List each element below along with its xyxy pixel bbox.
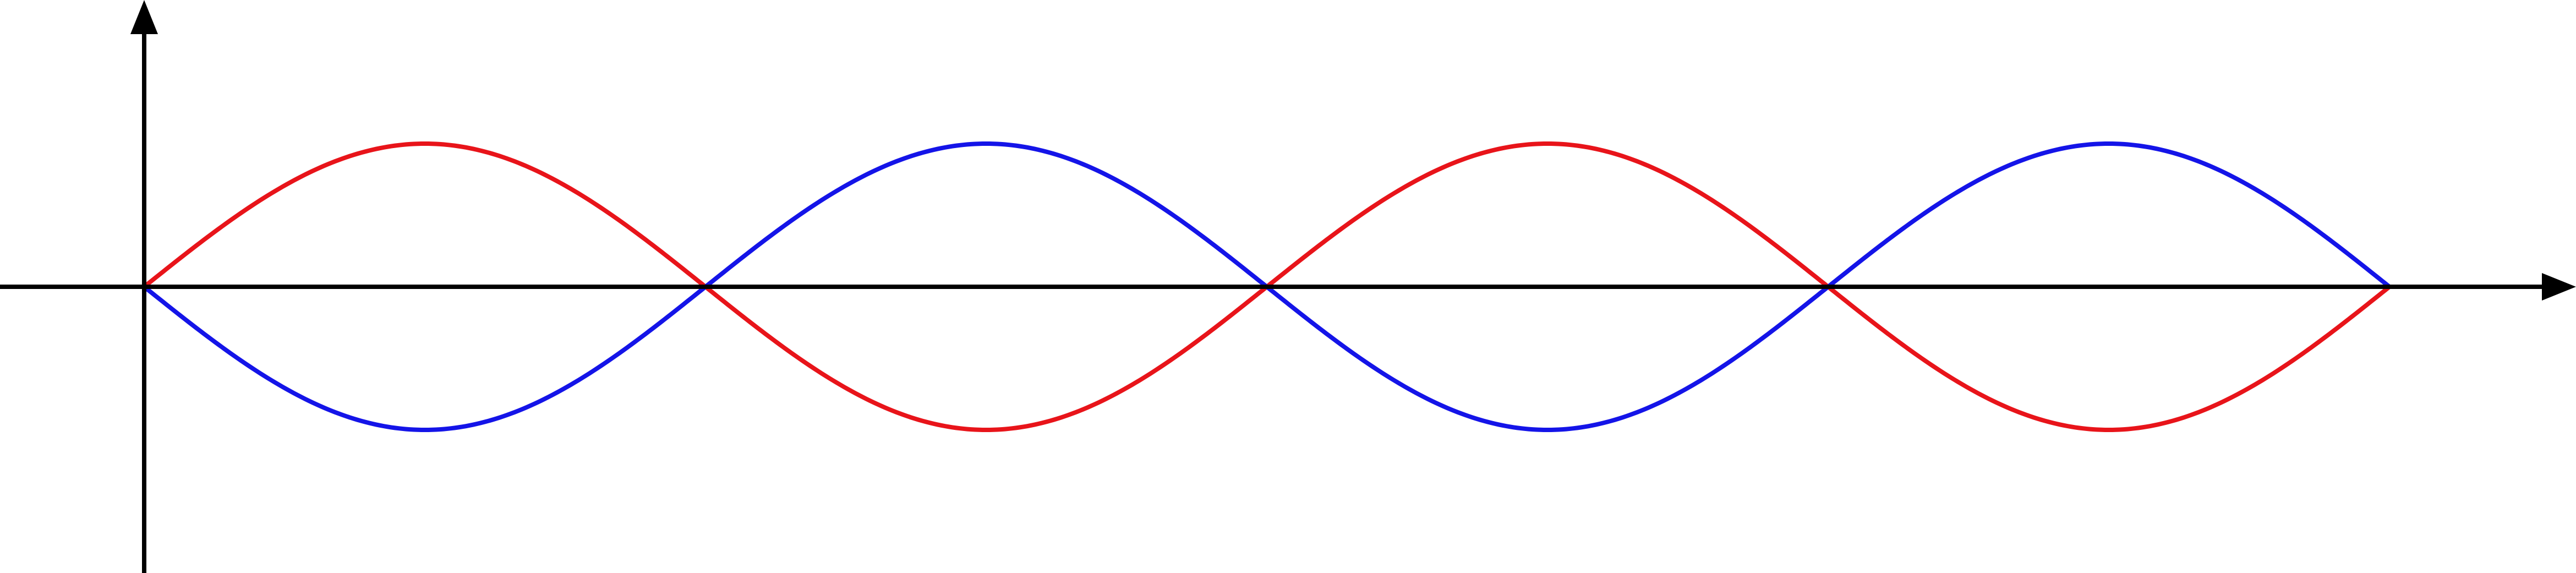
x-axis-arrowhead xyxy=(2542,273,2576,301)
y-axis-arrowhead xyxy=(130,0,158,34)
